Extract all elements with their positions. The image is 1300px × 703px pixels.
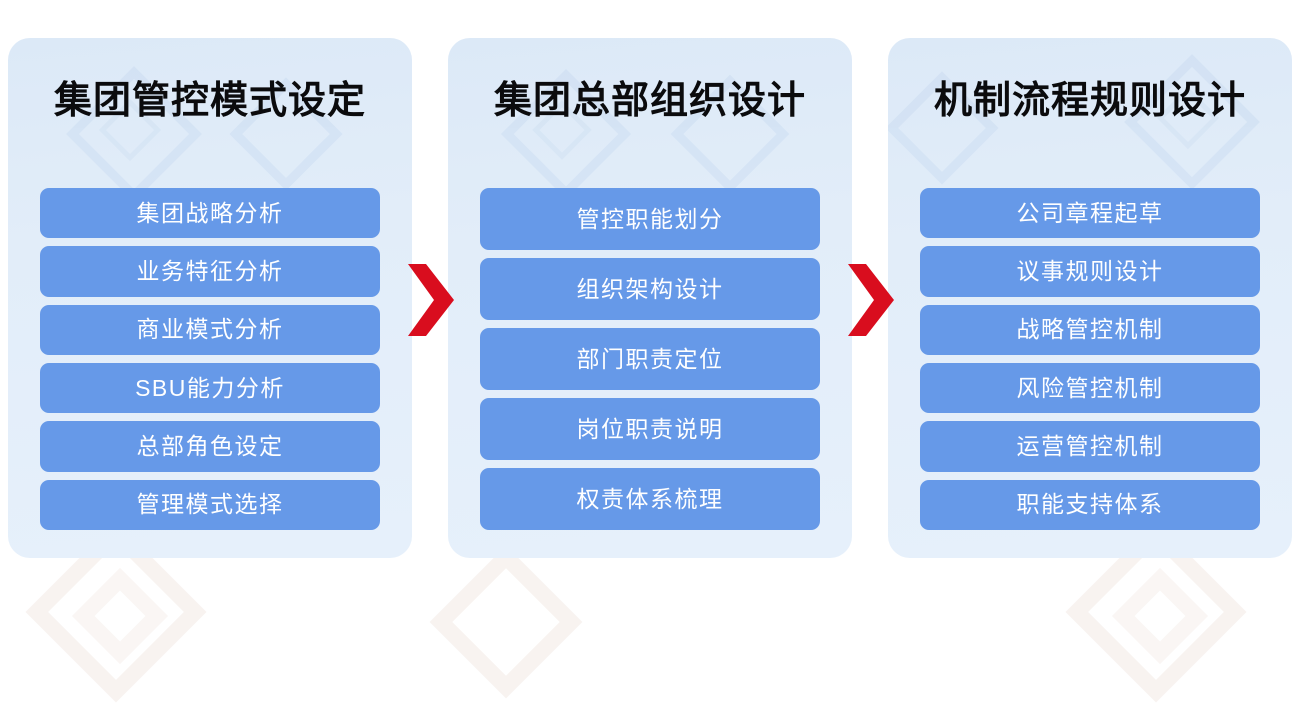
list-item[interactable]: 岗位职责说明 bbox=[480, 398, 820, 460]
process-flow-diagram: 集团管控模式设定 集团战略分析 业务特征分析 商业模式分析 SBU能力分析 总部… bbox=[8, 38, 1292, 558]
list-item[interactable]: 议事规则设计 bbox=[920, 246, 1260, 297]
stage-title-2: 集团总部组织设计 bbox=[493, 80, 806, 122]
red-chevron-arrow-icon bbox=[848, 264, 894, 336]
red-chevron-arrow-icon bbox=[408, 264, 454, 336]
stage-title-3: 机制流程规则设计 bbox=[933, 80, 1246, 122]
list-item[interactable]: 运营管控机制 bbox=[920, 421, 1260, 472]
stage-panel-3[interactable]: 机制流程规则设计 公司章程起草 议事规则设计 战略管控机制 风险管控机制 运营管… bbox=[888, 38, 1292, 558]
stage-panel-2[interactable]: 集团总部组织设计 管控职能划分 组织架构设计 部门职责定位 岗位职责说明 权责体… bbox=[448, 38, 852, 558]
list-item[interactable]: 公司章程起草 bbox=[920, 188, 1260, 239]
list-item[interactable]: 管控职能划分 bbox=[480, 188, 820, 250]
list-item[interactable]: 业务特征分析 bbox=[40, 246, 380, 297]
list-item[interactable]: SBU能力分析 bbox=[40, 362, 380, 414]
stage-title-1: 集团管控模式设定 bbox=[53, 80, 366, 122]
list-item[interactable]: 部门职责定位 bbox=[480, 328, 820, 390]
stage-item-list-2: 管控职能划分 组织架构设计 部门职责定位 岗位职责说明 权责体系梳理 bbox=[480, 188, 820, 530]
list-item[interactable]: 战略管控机制 bbox=[920, 304, 1260, 355]
stage-item-list-3: 公司章程起草 议事规则设计 战略管控机制 风险管控机制 运营管控机制 职能支持体… bbox=[920, 188, 1260, 530]
list-item[interactable]: 职能支持体系 bbox=[920, 479, 1260, 530]
list-item[interactable]: 集团战略分析 bbox=[40, 188, 380, 239]
list-item[interactable]: 管理模式选择 bbox=[40, 479, 380, 530]
list-item[interactable]: 组织架构设计 bbox=[480, 258, 820, 320]
stage-item-list-1: 集团战略分析 业务特征分析 商业模式分析 SBU能力分析 总部角色设定 管理模式… bbox=[40, 188, 380, 530]
stage-panel-1[interactable]: 集团管控模式设定 集团战略分析 业务特征分析 商业模式分析 SBU能力分析 总部… bbox=[8, 38, 412, 558]
list-item[interactable]: 风险管控机制 bbox=[920, 362, 1260, 414]
list-item[interactable]: 商业模式分析 bbox=[40, 304, 380, 355]
list-item[interactable]: 权责体系梳理 bbox=[480, 468, 820, 530]
list-item[interactable]: 总部角色设定 bbox=[40, 421, 380, 472]
